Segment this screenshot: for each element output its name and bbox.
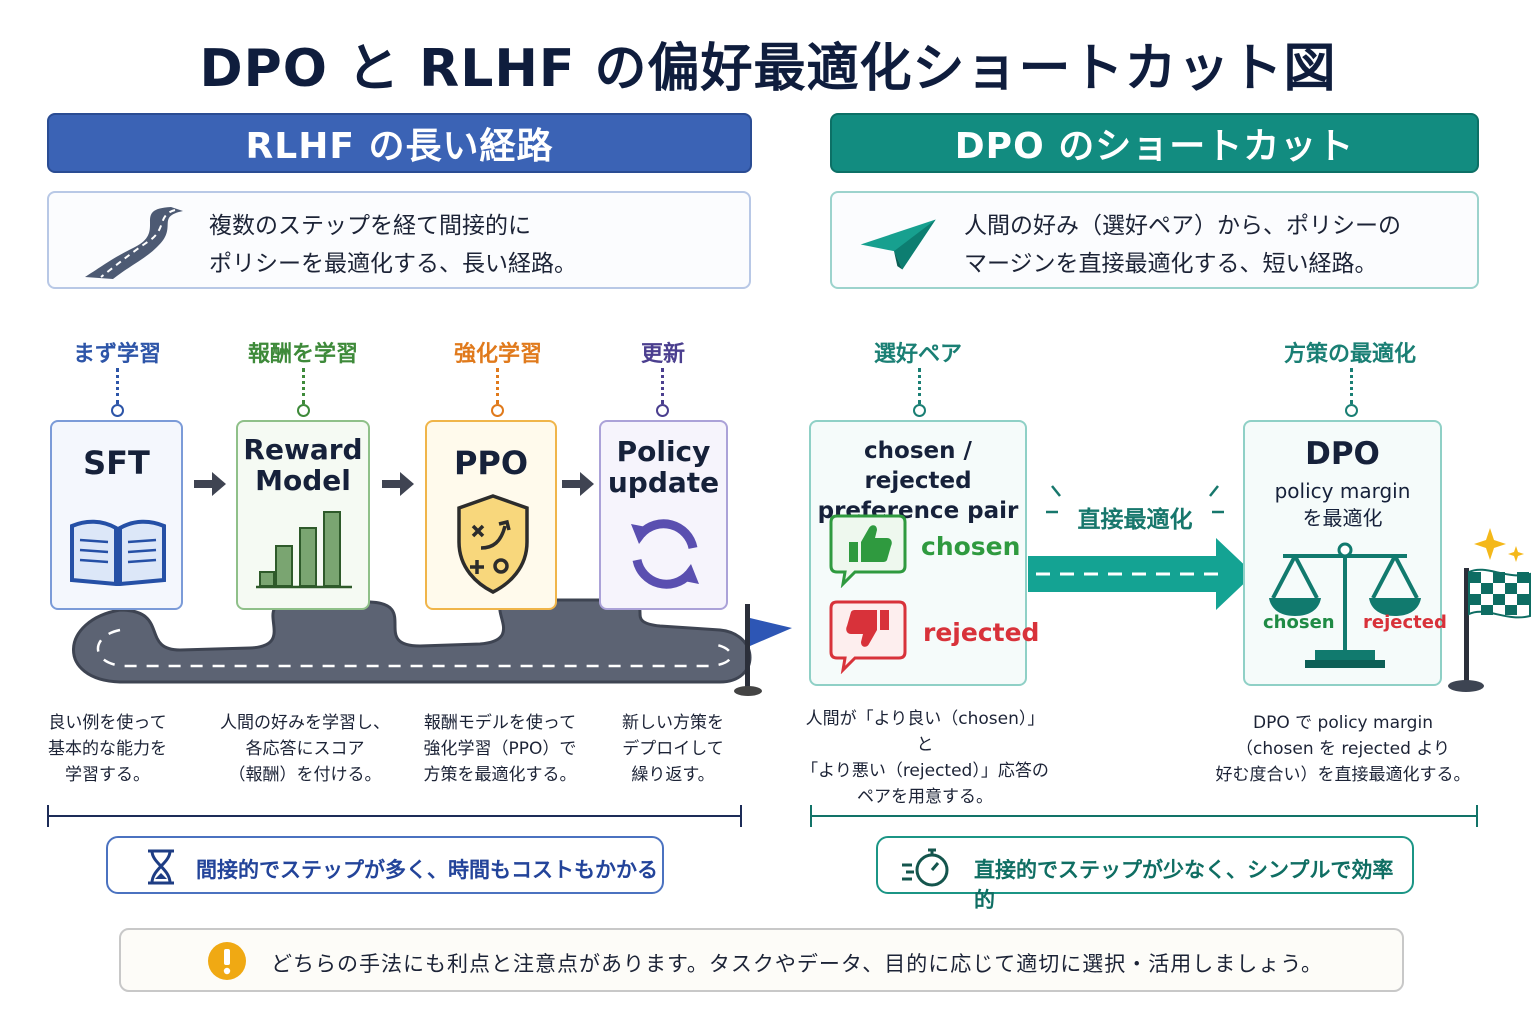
step-label-update: 更新 (640, 342, 685, 367)
rejected-label: rejected (923, 618, 1040, 647)
step-label-pair: 選好ペア (873, 342, 962, 367)
rlhf-summary-pill: 間接的でステップが多く、時間もコストもかかる (106, 836, 664, 894)
dpo-summary-pill: 直接的でステップが少なく、シンプルで効率的 (876, 836, 1414, 912)
dpo-timeline (810, 805, 1478, 827)
strategy-shield-icon (457, 494, 529, 594)
footer-note-text: どちらの手法にも利点と注意点があります。タスクやデータ、目的に応じて適切に選択・… (271, 952, 1324, 976)
rlhf-summary-text: 間接的でステップが多く、時間もコストもかかる (196, 858, 658, 882)
thumbs-up-icon (829, 514, 907, 588)
arrow-right-icon (562, 472, 594, 496)
sft-card[interactable]: SFT (50, 420, 183, 610)
policy-update-title: Policy update (607, 435, 720, 499)
paper-plane-icon (860, 219, 936, 270)
thumbs-down-icon (829, 600, 907, 674)
rlhf-desc-line1: 複数のステップを経て間接的に (209, 213, 531, 239)
winding-road-icon (85, 207, 183, 279)
reward-model-title: Reward Model (243, 433, 363, 497)
rlhf-desc-line2: ポリシーを最適化する、長い経路。 (209, 251, 577, 277)
step-label-opt: 方策の最適化 (1283, 342, 1416, 367)
ppo-title: PPO (453, 444, 529, 482)
shortcut-label: 直接最適化 (1077, 507, 1193, 533)
dpo-desc-line1: 人間の好み（選好ペア）から、ポリシーの (964, 213, 1401, 239)
dpo-description: 人間の好み（選好ペア）から、ポリシーの マージンを直接最適化する、短い経路。 (830, 191, 1479, 289)
arrow-right-icon (194, 472, 226, 496)
reward-caption: 人間の好みを学習し、 各応答にスコア （報酬）を付ける。 (220, 713, 390, 785)
sft-caption: 良い例を使って 基本的な能力を 学習する。 (48, 713, 167, 785)
balance-scale-icon (1269, 542, 1421, 668)
dpo-title: DPO (1305, 436, 1380, 472)
step-label-ppo: 強化学習 (453, 342, 542, 367)
preference-pair-card[interactable]: chosen / rejected preference pair chosen… (809, 420, 1039, 686)
stopwatch-icon (902, 848, 949, 887)
scale-chosen-label: chosen (1263, 612, 1335, 633)
dpo-desc-line2: マージンを直接最適化する、短い経路。 (964, 251, 1378, 277)
policy-update-card[interactable]: Policy update (599, 420, 728, 610)
rlhf-description: 複数のステップを経て間接的に ポリシーを最適化する、長い経路。 (47, 191, 751, 289)
opt-caption: DPO で policy margin （chosen を rejected よ… (1215, 713, 1471, 785)
reward-model-card[interactable]: Reward Model (236, 420, 370, 610)
update-caption: 新しい方策を デプロイして 繰り返す。 (622, 713, 724, 785)
ppo-caption: 報酬モデルを使って 強化学習（PPO）で 方策を最適化する。 (423, 713, 577, 785)
arrow-right-icon (382, 472, 414, 496)
blue-flag-icon (734, 604, 792, 696)
page-title: DPO と RLHF の偏好最適化ショートカット図 (199, 39, 1337, 99)
refresh-cycle-icon (631, 519, 699, 589)
dpo-summary-text: 直接的でステップが少なく、シンプルで効率的 (974, 858, 1394, 912)
bar-chart-icon (256, 511, 352, 589)
step-label-reward: 報酬を学習 (247, 342, 358, 367)
shortcut-arrow (1028, 538, 1254, 610)
dpo-banner: DPO のショートカット (830, 113, 1479, 173)
sparkle-lines-icon (1046, 485, 1224, 514)
scale-rejected-label: rejected (1363, 612, 1447, 633)
dpo-subtitle: policy margin を最適化 (1274, 479, 1411, 530)
checkered-flag-icon (1448, 528, 1531, 692)
footer-note: どちらの手法にも利点と注意点があります。タスクやデータ、目的に応じて適切に選択・… (119, 928, 1404, 992)
ppo-card[interactable]: PPO (425, 420, 557, 610)
rlhf-banner: RLHF の長い経路 (47, 113, 752, 173)
step-label-sft: まず学習 (72, 342, 161, 367)
rlhf-road (72, 598, 752, 684)
hourglass-icon (148, 849, 174, 885)
sft-title: SFT (83, 444, 150, 482)
rlhf-timeline (47, 805, 742, 827)
pair-caption: 人間が「より良い（chosen）」と 「より悪い（rejected）」応答の ペ… (801, 709, 1049, 807)
book-icon (70, 519, 166, 586)
dpo-optimization-card[interactable]: DPO policy margin を最適化 chosen rejected (1243, 420, 1447, 686)
chosen-label: chosen (921, 532, 1021, 561)
warning-icon (208, 942, 246, 980)
